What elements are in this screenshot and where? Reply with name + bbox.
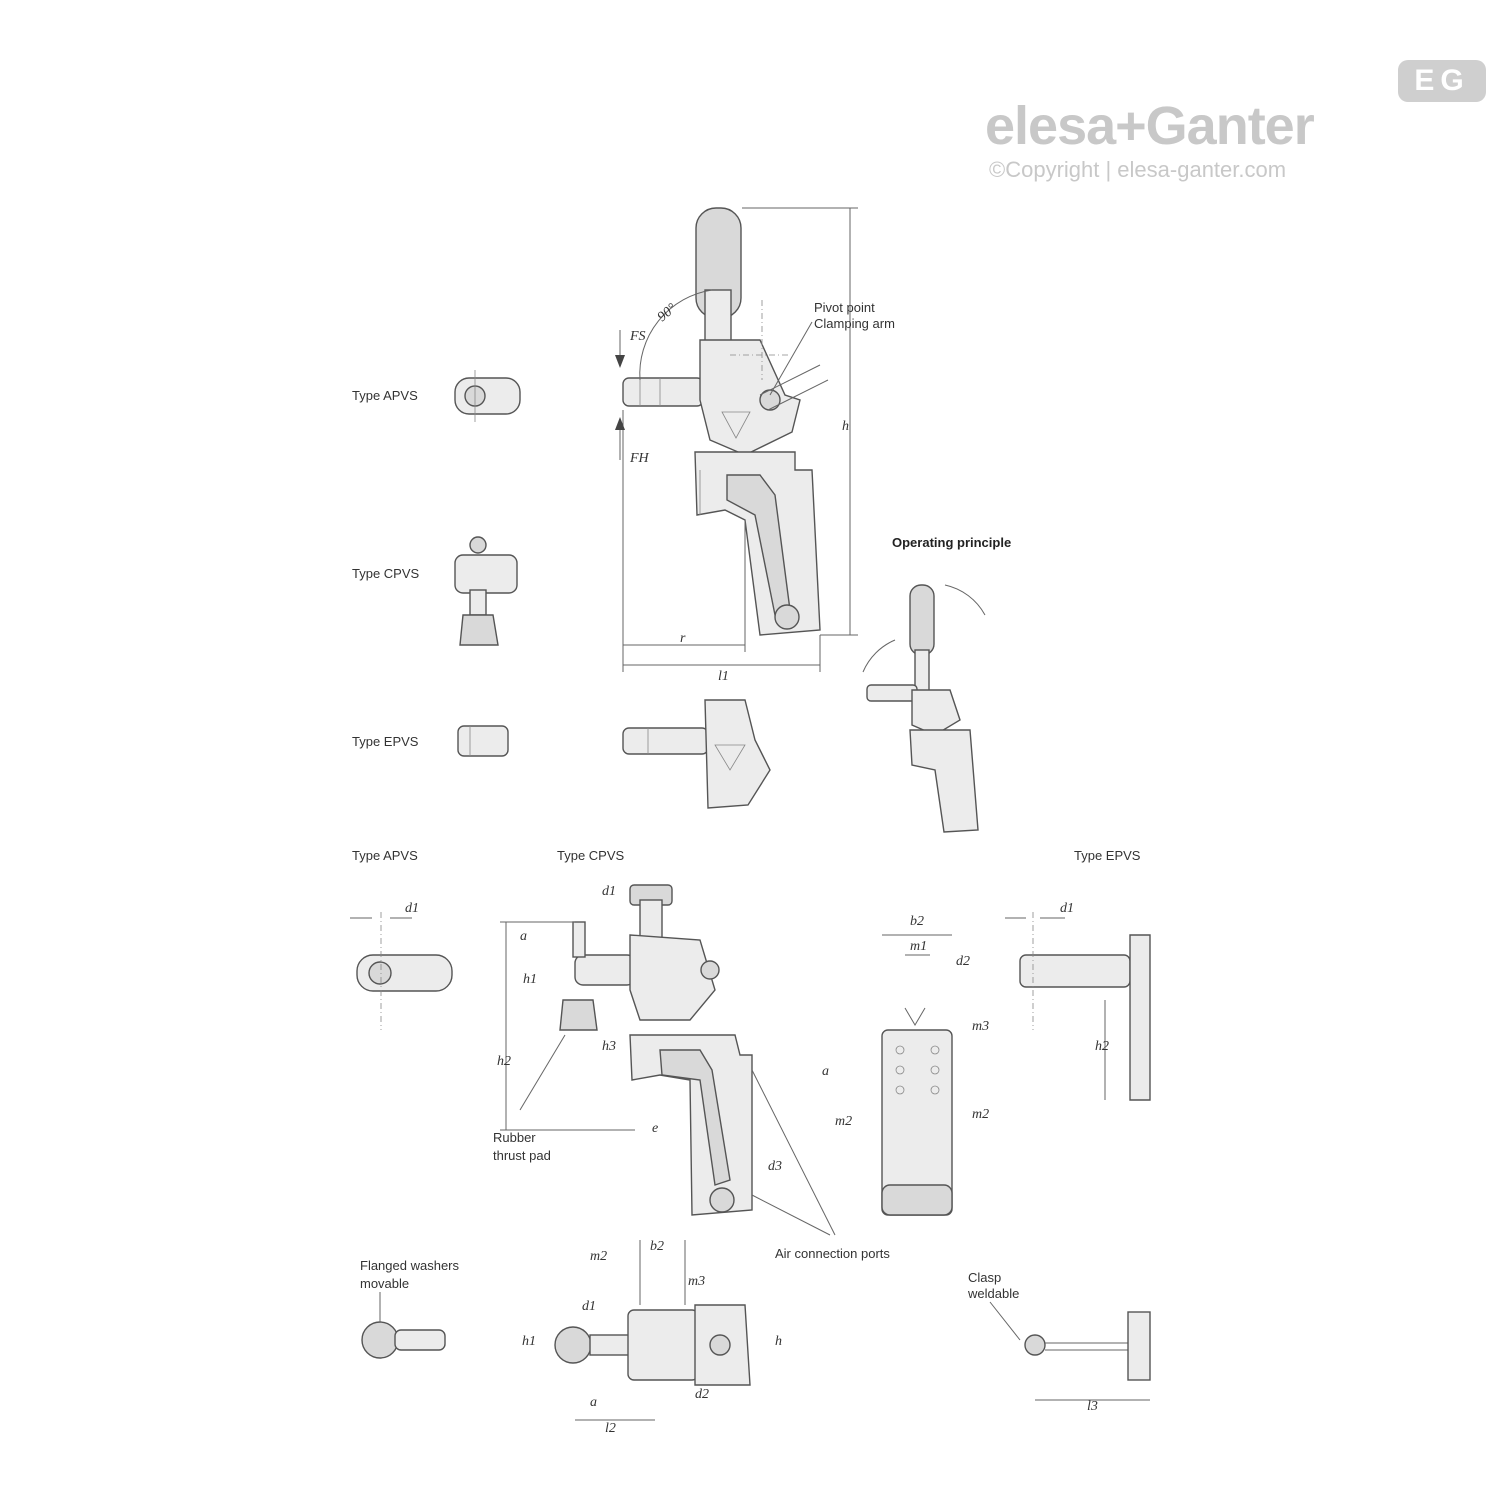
dim-h-label: h [842,419,849,434]
epvs-detail: d1 h2 [1005,901,1151,1101]
dim-m1-side: m1 [910,939,927,954]
clamp-partial-view [622,699,771,809]
cpvs-detail: a h1 h2 h3 d1 e d3 Rubber thrust pad [493,884,782,1216]
side-view: b2 m1 d2 a m2 m3 m2 Air connection ports [751,914,989,1261]
dim-b2-top: b2 [650,1239,664,1254]
type-apvs-bottom-label: Type APVS [352,848,418,863]
dim-d2-top: d2 [695,1387,709,1402]
dim-h2-cpvs: h2 [497,1054,511,1069]
rubber-thrust-pad-label-1: Rubber [493,1130,536,1145]
operating-principle-label: Operating principle [892,535,1011,550]
clamping-arm-label: Clamping arm [814,316,895,331]
dim-m3-side: m3 [972,1019,989,1034]
flanged-washers-label-1: Flanged washers [360,1258,459,1273]
type-apvs-top-label: Type APVS [352,388,418,403]
force-fs-label: FS [629,329,646,344]
dim-r-label: r [680,631,686,646]
dim-l2-top: l2 [605,1421,616,1436]
clasp-label-2: weldable [967,1286,1019,1301]
cpvs-head [454,554,518,594]
air-connection-ports-label: Air connection ports [775,1246,890,1261]
dim-h-top: h [775,1334,782,1349]
spindle [622,377,704,407]
type-epvs-bottom-label: Type EPVS [1074,848,1141,863]
dim-h1-top: h1 [522,1334,536,1349]
clasp-label-1: Clasp [968,1270,1001,1285]
eg-badge-logo: EG [1398,60,1486,102]
type-epvs-top-label: Type EPVS [352,734,419,749]
brand-name: elesa+Ganter [985,96,1315,156]
flanged-washers-label-2: movable [360,1276,409,1291]
main-clamp-view: h r l1 FS FH 90° Pivot point Clamping ar… [615,207,895,684]
dim-d1-top: d1 [582,1299,596,1314]
brand-copyright: ©Copyright | elesa-ganter.com [989,157,1287,182]
clamp-body [694,451,821,636]
top-view: b2 m2 m3 h1 d1 a l2 d2 h [522,1239,782,1436]
dim-h1-cpvs: h1 [523,972,537,987]
bottom-section: Type APVS Type CPVS Type EPVS d1 [350,848,1151,1436]
rubber-thrust-pad-label-2: thrust pad [493,1148,551,1163]
dim-l3-clasp: l3 [1087,1399,1098,1414]
dim-d1-apvs: d1 [405,901,419,916]
epvs-spindle-end [457,725,509,757]
force-fh-label: FH [629,451,650,466]
dim-m2-side: m2 [835,1114,852,1129]
dim-d2-side: d2 [956,954,970,969]
flanged-washers-detail: Flanged washers movable [360,1258,459,1359]
pivot-point-label: Pivot point [814,300,875,315]
dim-h3-cpvs: h3 [602,1039,616,1054]
dim-d1-cpvs: d1 [602,884,616,899]
dim-d3-cpvs: d3 [768,1159,782,1174]
cpvs-thrust-pad [459,614,499,646]
operating-principle-view: Operating principle [862,535,1011,833]
dim-d1-epvs: d1 [1060,901,1074,916]
dim-e-cpvs: e [652,1121,658,1136]
dim-b2-side: b2 [910,914,924,929]
dim-h2-epvs: h2 [1095,1039,1109,1054]
type-cpvs-bottom-label: Type CPVS [557,848,625,863]
clamp-head [699,339,801,456]
apvs-detail: d1 [350,901,453,1030]
dim-l1-label: l1 [718,669,729,684]
dim-a-top: a [590,1395,597,1410]
dim-m2-top: m2 [590,1249,607,1264]
dim-m2-side-right: m2 [972,1107,989,1122]
type-cpvs-top-label: Type CPVS [352,566,420,581]
dim-a-side: a [822,1064,829,1079]
type-variants-top: Type APVS Type CPVS Type EPVS [352,370,521,757]
clasp-detail: Clasp weldable l3 [967,1270,1151,1414]
body-pivot-bolt [774,604,800,630]
dim-m3-top: m3 [688,1274,705,1289]
dim-a-cpvs: a [520,929,527,944]
brand-logo: elesa+Ganter ©Copyright | elesa-ganter.c… [985,95,1405,205]
